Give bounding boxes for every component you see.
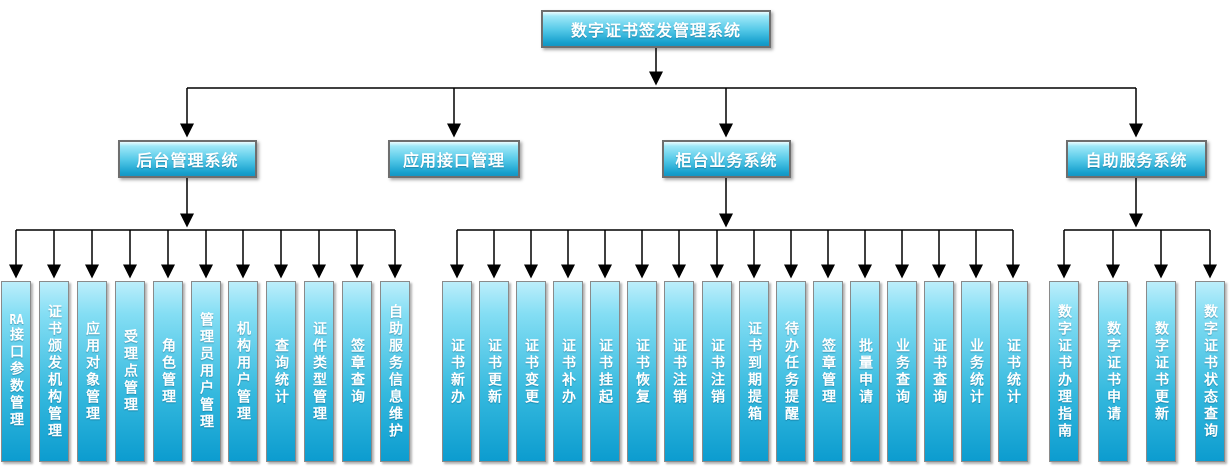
node-label: 证书注销	[709, 337, 725, 406]
node-label: 管理员用户管理	[198, 312, 214, 431]
node-label: 数字证书状态查询	[1202, 303, 1218, 440]
node-label: 后台管理系统	[136, 151, 239, 170]
node-label: 数字证书更新	[1153, 320, 1169, 423]
node-leaf: 自助服务信息维护	[380, 281, 410, 462]
node-label: 证书更新	[486, 337, 502, 406]
node-leaf: 证书注销	[702, 281, 732, 462]
node-label: 批量申请	[857, 337, 873, 406]
node-backend-system: 后台管理系统	[118, 140, 257, 178]
node-label: 数字证书办理指南	[1056, 303, 1072, 440]
node-counter-system: 柜台业务系统	[662, 140, 791, 178]
node-label: 角色管理	[160, 337, 176, 406]
node-label: 证书新办	[449, 337, 465, 406]
node-leaf: 证书变更	[516, 281, 546, 462]
node-label: 证书查询	[931, 337, 947, 406]
node-leaf: 数字证书更新	[1146, 281, 1176, 462]
node-leaf: 业务统计	[961, 281, 991, 462]
node-leaf: RA接口参数管理	[1, 281, 31, 462]
node-root: 数字证书签发管理系统	[541, 10, 771, 48]
node-leaf: 管理员用户管理	[191, 281, 221, 462]
node-leaf: 应用对象管理	[77, 281, 107, 462]
node-leaf: 数字证书申请	[1098, 281, 1128, 462]
node-leaf: 业务查询	[887, 281, 917, 462]
node-leaf: 证书注销	[664, 281, 694, 462]
node-label: 业务查询	[894, 337, 910, 406]
node-label: 签章查询	[349, 337, 365, 406]
node-label: 柜台业务系统	[675, 151, 778, 170]
node-label: 签章管理	[820, 337, 836, 406]
node-label: 数字证书申请	[1105, 320, 1121, 423]
node-leaf: 证书统计	[998, 281, 1028, 462]
node-leaf: 证书到期提箱	[739, 281, 769, 462]
node-label: 证书颁发机构管理	[46, 303, 62, 440]
node-leaf: 签章查询	[342, 281, 372, 462]
node-label: 证书补办	[560, 337, 576, 406]
node-label: 证书恢复	[634, 337, 650, 406]
node-label: 待办任务提醒	[783, 320, 799, 423]
node-leaf: 证书更新	[479, 281, 509, 462]
node-leaf: 证件类型管理	[304, 281, 334, 462]
node-label: 证书挂起	[597, 337, 613, 406]
node-leaf: 证书补办	[553, 281, 583, 462]
node-leaf: 证书查询	[924, 281, 954, 462]
node-leaf: 批量申请	[850, 281, 880, 462]
node-label: RA接口参数管理	[8, 314, 24, 429]
node-label: 应用接口管理	[402, 151, 505, 170]
node-label: 查询统计	[273, 337, 289, 406]
node-label: 证书到期提箱	[746, 320, 762, 423]
node-leaf: 证书恢复	[627, 281, 657, 462]
node-leaf: 数字证书办理指南	[1049, 281, 1079, 462]
node-leaf: 受理点管理	[115, 281, 145, 462]
node-leaf: 证书颁发机构管理	[39, 281, 69, 462]
node-label: 机构用户管理	[235, 320, 251, 423]
node-label: 业务统计	[968, 337, 984, 406]
node-label: 自助服务信息维护	[387, 303, 403, 440]
node-label: 受理点管理	[122, 329, 138, 414]
node-label: 应用对象管理	[84, 320, 100, 423]
node-root-label: 数字证书签发管理系统	[570, 21, 741, 40]
node-label: 证件类型管理	[311, 320, 327, 423]
node-leaf: 数字证书状态查询	[1195, 281, 1225, 462]
node-api-management: 应用接口管理	[388, 140, 520, 178]
node-leaf: 证书挂起	[590, 281, 620, 462]
node-label: 自助服务系统	[1085, 151, 1188, 170]
node-selfservice-system: 自助服务系统	[1066, 140, 1207, 178]
node-label: 证书注销	[671, 337, 687, 406]
node-leaf: 角色管理	[153, 281, 183, 462]
node-leaf: 查询统计	[266, 281, 296, 462]
node-leaf: 证书新办	[442, 281, 472, 462]
node-leaf: 待办任务提醒	[776, 281, 806, 462]
node-leaf: 机构用户管理	[228, 281, 258, 462]
node-leaf: 签章管理	[813, 281, 843, 462]
node-label: 证书变更	[523, 337, 539, 406]
node-label: 证书统计	[1005, 337, 1021, 406]
